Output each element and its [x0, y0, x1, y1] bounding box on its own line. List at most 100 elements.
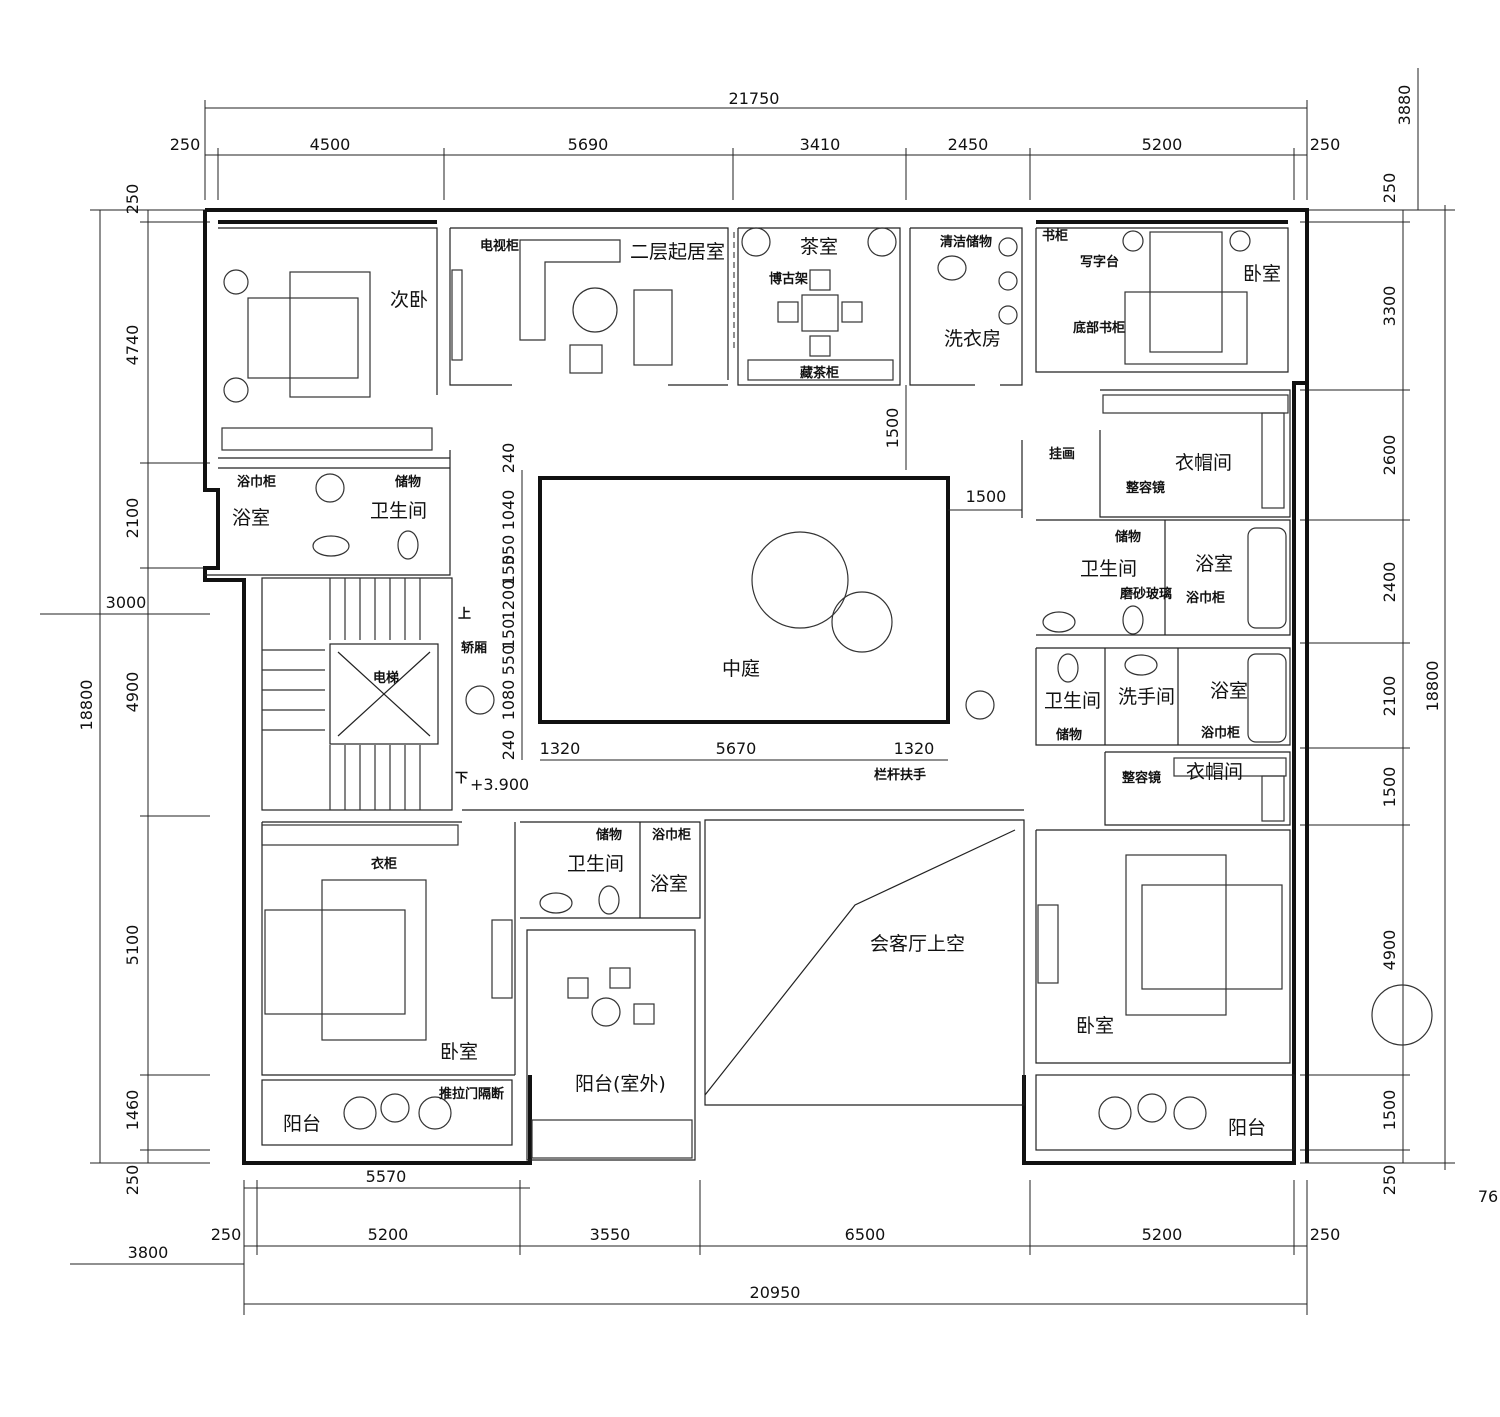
plant-icon	[867, 227, 897, 257]
level-mark: +3.900	[470, 775, 529, 794]
dim-top-segment: 5200	[1142, 135, 1183, 154]
room-label: 阳台	[1228, 1117, 1266, 1139]
dim-bottom-left-extra: 3800	[128, 1243, 169, 1262]
chair-icon	[633, 1003, 655, 1025]
note-label: 整容镜	[1121, 770, 1161, 786]
dim-court-gap-v: 1500	[883, 408, 902, 449]
room-label: 中庭	[722, 658, 760, 680]
basin-icon	[1124, 654, 1158, 676]
note-label: 磨砂玻璃	[1120, 586, 1172, 602]
chair-icon	[343, 1096, 377, 1130]
room-label: 卫生间	[370, 500, 427, 522]
armchair-icon	[633, 289, 673, 366]
dim-right-segment: 3300	[1380, 286, 1399, 327]
room-label: 浴室	[232, 507, 270, 529]
room-label: 阳台(室外)	[575, 1073, 666, 1095]
room-label: 茶室	[800, 236, 838, 258]
dim-left-segment: 4900	[123, 672, 142, 713]
note-label: 浴巾柜	[1201, 725, 1240, 741]
toilet-icon	[937, 255, 967, 281]
tree-icon	[831, 591, 893, 653]
note-label: 写字台	[1080, 254, 1119, 270]
exterior-walls	[203, 208, 1309, 1165]
dim-court-v: 1200	[499, 580, 518, 621]
annotations: 电视柜 博古架 藏茶柜 清洁储物 书柜 写字台 底部书柜 挂画 整容镜 储物 磨…	[237, 228, 1240, 1102]
dim-bottom-segment: 5200	[1142, 1225, 1183, 1244]
coffee-table-icon	[572, 287, 618, 333]
note-label: 浴巾柜	[652, 827, 691, 843]
washer-icon	[998, 237, 1018, 257]
room-label: 衣帽间	[1186, 761, 1243, 783]
dim-bottom-segment: 3550	[590, 1225, 631, 1244]
furniture	[221, 227, 1433, 1159]
note-label: 衣柜	[371, 856, 397, 872]
stair-icon	[262, 578, 421, 810]
note-label: 博古架	[769, 271, 808, 287]
toilet-icon	[1122, 605, 1144, 635]
dim-left-250: 250	[123, 184, 142, 215]
chair-icon	[567, 977, 589, 999]
elevator-shaft	[329, 643, 439, 745]
room-label: 洗手间	[1118, 686, 1175, 708]
note-label: 浴巾柜	[237, 474, 276, 490]
dim-left-total: 18800	[77, 680, 96, 731]
dim-court-v: 550	[499, 535, 518, 566]
room-label: 次卧	[390, 289, 428, 311]
chair-icon	[1173, 1096, 1207, 1130]
room-label: 阳台	[283, 1113, 321, 1135]
dim-court-v: 150	[499, 619, 518, 650]
plant-icon	[741, 227, 771, 257]
wardrobe-icon	[1261, 775, 1285, 822]
room-label: 卫生间	[1080, 558, 1137, 580]
dim-left-segment: 1460	[123, 1090, 142, 1131]
room-label: 卧室	[1243, 263, 1281, 285]
note-label: 储物	[1114, 529, 1141, 545]
person-icon	[315, 473, 345, 503]
room-label: 浴室	[650, 873, 688, 895]
note-label: 电视柜	[480, 238, 519, 254]
tree-icon	[751, 531, 849, 629]
toilet-icon	[397, 530, 419, 560]
bed-icon	[1149, 231, 1223, 353]
dim-bottom-total: 20950	[750, 1283, 801, 1302]
note-label: 挂画	[1049, 446, 1075, 462]
dim-right-segment: 2100	[1380, 676, 1399, 717]
dim-bottom-segment: 5200	[368, 1225, 409, 1244]
dim-court-v: 240	[499, 730, 518, 761]
table-icon	[591, 997, 621, 1027]
note-label: 整容镜	[1125, 480, 1165, 496]
dim-left-3000: 3000	[106, 593, 147, 612]
dim-right-segment: 2400	[1380, 562, 1399, 603]
washer-icon	[998, 305, 1018, 325]
wardrobe-icon	[1261, 412, 1285, 509]
bottom-dimensions: 5570 250 5200 3550 6500 5200 250 3800 20…	[70, 1167, 1340, 1315]
lamp-icon	[1122, 230, 1144, 252]
dim-court-v: 240	[499, 443, 518, 474]
note-label: 藏茶柜	[800, 365, 839, 381]
tea-table-icon	[801, 294, 839, 332]
dim-court-v: 1040	[499, 490, 518, 531]
sofa-icon	[519, 239, 621, 341]
room-label: 卧室	[440, 1041, 478, 1063]
wardrobe-icon	[221, 427, 433, 451]
dim-left-segment: 5100	[123, 925, 142, 966]
dim-top-total: 21750	[729, 89, 780, 108]
chair-icon	[1098, 1096, 1132, 1130]
basin-icon	[539, 892, 573, 914]
dim-right-total: 18800	[1423, 661, 1442, 712]
right-dimensions: 3880 250 3300 2600 2400 2100 1500 4900 1…	[1300, 68, 1498, 1206]
note-label: 清洁储物	[940, 234, 992, 250]
dim-bottom-margin-right: 250	[1310, 1225, 1341, 1244]
dim-left-segment: 2100	[123, 498, 142, 539]
dim-court-gap-h: 1500	[966, 487, 1007, 506]
top-dimensions: 21750 250 4500 5690 3410 2450 5200 250	[170, 89, 1340, 200]
dim-right-extra: 3880	[1395, 85, 1414, 126]
dim-top-segment: 2450	[948, 135, 989, 154]
lamp-icon	[223, 377, 249, 403]
dim-court-h: 5670	[716, 739, 757, 758]
dim-top-segment: 4500	[310, 135, 351, 154]
dim-court-v: 1080	[499, 680, 518, 721]
bed-icon	[321, 879, 427, 1041]
bed-icon	[1124, 291, 1248, 365]
note-label: 轿厢	[461, 640, 487, 656]
